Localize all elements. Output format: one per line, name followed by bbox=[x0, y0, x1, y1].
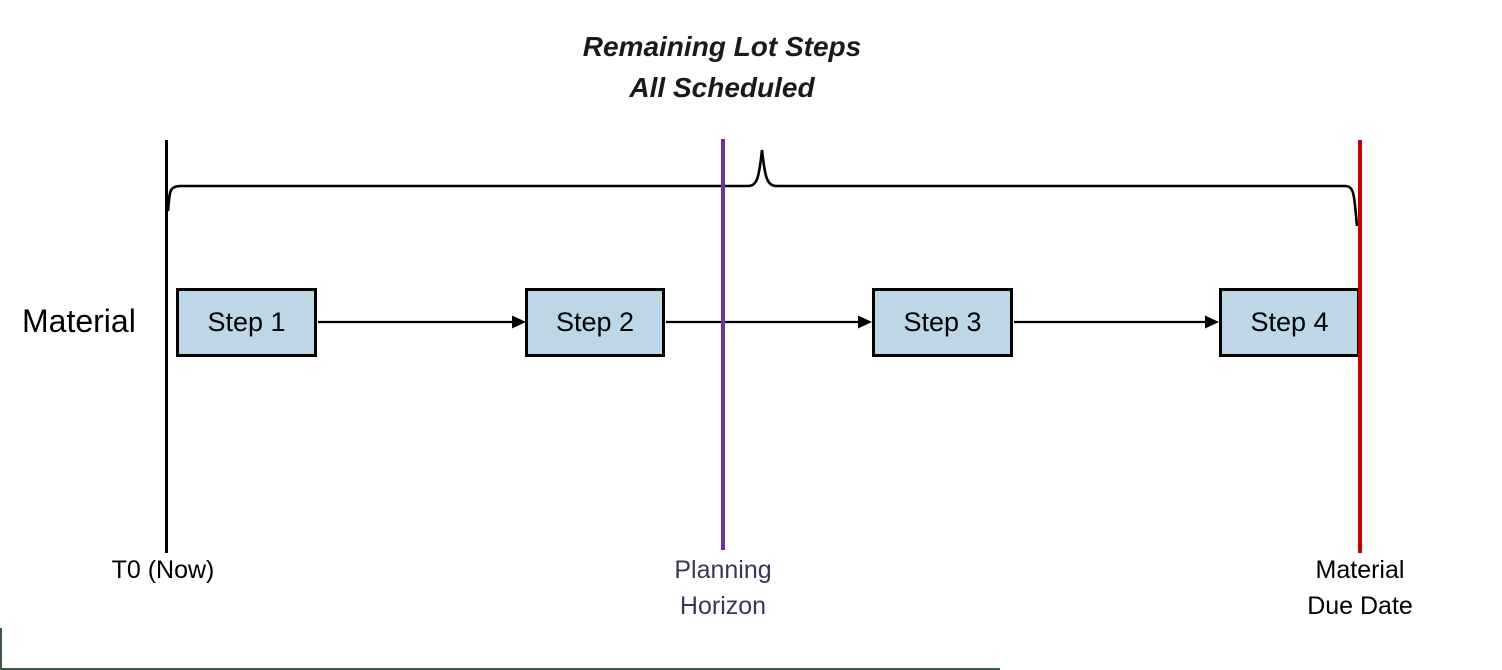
material-due-date-line bbox=[1358, 140, 1362, 553]
step-1-label: Step 1 bbox=[207, 307, 286, 337]
planning-horizon-line bbox=[721, 139, 725, 550]
planning-horizon-label: Planning Horizon bbox=[623, 552, 823, 624]
t0-now-line bbox=[165, 140, 168, 553]
diagram-title: Remaining Lot Steps All Scheduled bbox=[422, 26, 1022, 108]
step-2-label: Step 2 bbox=[555, 307, 635, 337]
planning-horizon-label-line1: Planning bbox=[674, 556, 772, 584]
scheduled-span-brace bbox=[166, 149, 1359, 227]
bottom-edge-artifact bbox=[0, 668, 1000, 670]
step-1-box: Step 1 bbox=[176, 288, 317, 357]
diagram-title-line2: All Scheduled bbox=[629, 72, 815, 103]
arrow-step1-step2 bbox=[318, 315, 526, 329]
step-3-label: Step 3 bbox=[903, 307, 982, 337]
material-due-date-label-line1: Material bbox=[1315, 556, 1405, 584]
material-due-date-label-line2: Due Date bbox=[1307, 592, 1413, 620]
planning-horizon-label-line2: Horizon bbox=[679, 592, 767, 620]
step-4-label: Step 4 bbox=[1250, 307, 1329, 337]
material-due-date-label: Material Due Date bbox=[1260, 552, 1460, 624]
diagram-title-line1: Remaining Lot Steps bbox=[582, 31, 862, 62]
arrow-step3-step4 bbox=[1014, 315, 1219, 329]
material-row-label: Material bbox=[22, 303, 136, 339]
arrow-step2-step3 bbox=[666, 315, 872, 329]
t0-now-label: T0 (Now) bbox=[111, 556, 215, 584]
step-3-box: Step 3 bbox=[872, 288, 1013, 357]
step-2-box: Step 2 bbox=[525, 288, 665, 357]
step-4-box: Step 4 bbox=[1219, 288, 1360, 357]
left-edge-artifact bbox=[0, 628, 2, 670]
